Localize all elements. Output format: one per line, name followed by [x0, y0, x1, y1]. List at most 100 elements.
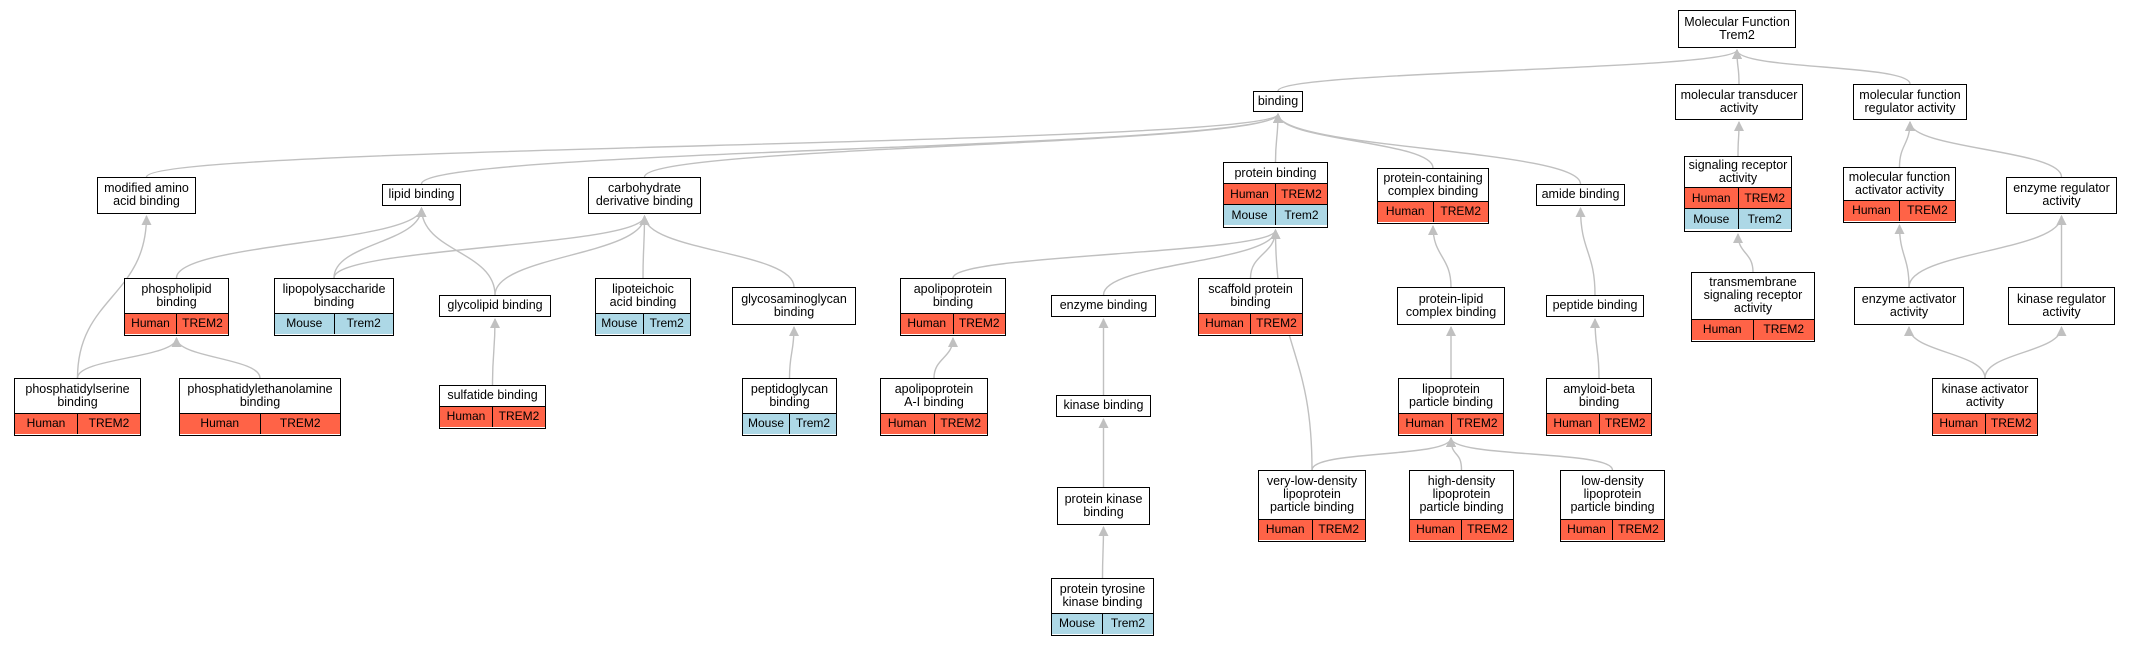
species-cell: Human — [1567, 522, 1606, 536]
node-label: binding — [1254, 92, 1302, 110]
edge-binding-to-mf — [1277, 49, 1742, 92]
node-label-line: binding — [313, 294, 355, 309]
node-label-line: sulfatide binding — [447, 388, 538, 403]
species-cell: Human — [907, 316, 947, 330]
gene-cell: TREM2 — [77, 413, 140, 434]
node-label-line: protein binding — [1234, 165, 1317, 180]
node-label-line: peptide binding — [1552, 298, 1638, 312]
edge-sig-receptor-to-mol-transducer — [1733, 121, 1744, 157]
node-label: kinase binding — [1057, 396, 1150, 415]
node-label-line: lipopolysaccharide — [282, 281, 386, 296]
node-label-line: particle binding — [1269, 500, 1355, 515]
node-label-line: low-density — [1581, 474, 1644, 489]
node-label-line: lipoprotein — [1422, 381, 1480, 396]
node-label-line: protein-lipid — [1418, 291, 1484, 306]
edge-ldl-to-lipoprotein-particle — [1446, 437, 1614, 471]
node-label-line: enzyme regulator — [2013, 181, 2110, 195]
node-lipid: lipid binding — [382, 184, 461, 206]
human-row: Human TREM2 — [901, 312, 1006, 334]
node-label-line: molecular function — [1848, 169, 1951, 184]
edge-enz-activator-to-mf-activator — [1894, 224, 1910, 288]
species-cell: Mouse — [1058, 616, 1096, 630]
node-peptide: peptide binding — [1546, 295, 1644, 317]
node-label-line: signaling receptor — [1703, 288, 1803, 303]
gene-cell: TREM2 — [259, 413, 341, 434]
node-label: sulfatide binding — [440, 386, 545, 406]
node-label-line: particle binding — [1408, 394, 1494, 409]
species-cell: Human — [1852, 203, 1891, 217]
edge-carb-deriv-to-binding — [643, 113, 1283, 178]
species-cell: Mouse — [286, 316, 323, 330]
node-label-line: Trem2 — [1719, 27, 1755, 42]
species-cell: Human — [1405, 416, 1445, 430]
gene-cell: TREM2 — [492, 406, 545, 427]
node-label-line: binding — [769, 394, 810, 409]
node-label-line: binding — [156, 294, 197, 309]
node-label-line: complex binding — [1387, 183, 1479, 198]
edge-phospholipid-to-lipid — [175, 207, 427, 279]
node-label-line: scaffold protein — [1208, 281, 1293, 296]
node-label-line: peptidoglycan — [750, 381, 829, 396]
node-label-line: amyloid-beta — [1563, 381, 1635, 396]
gene-cell: TREM2 — [952, 313, 1006, 334]
node-label: amide binding — [1537, 185, 1624, 204]
gene-cell: TREM2 — [1432, 201, 1489, 222]
node-label-line: activity — [1733, 301, 1773, 316]
node-amide: amide binding — [1536, 184, 1625, 206]
node-label-line: kinase regulator — [2017, 291, 2106, 306]
node-label: peptide binding — [1547, 296, 1643, 315]
species-cell: Mouse — [601, 316, 638, 330]
gene-cell: TREM2 — [1450, 413, 1504, 434]
species-cell: Human — [1702, 322, 1742, 336]
node-label-line: acid binding — [609, 294, 677, 309]
edge-apoa1-to-apolipoprotein — [933, 337, 958, 379]
gene-cell: Trem2 — [789, 413, 836, 434]
node-label-line: modified amino — [104, 181, 189, 195]
edge-pe-to-phospholipid — [171, 337, 261, 379]
node-label-line: binding — [773, 304, 815, 319]
node-label-line: kinase binding — [1063, 398, 1144, 412]
edge-lps-to-lipid — [333, 207, 427, 279]
node-label-line: phosphatidylethanolamine — [187, 381, 333, 396]
edge-prot-lipid-complex-to-prot-complex — [1428, 225, 1452, 288]
gene-cell: TREM2 — [1984, 413, 2038, 434]
gene-cell: TREM2 — [1311, 519, 1366, 540]
edge-mf-activator-to-mf-regulator — [1898, 121, 1915, 168]
